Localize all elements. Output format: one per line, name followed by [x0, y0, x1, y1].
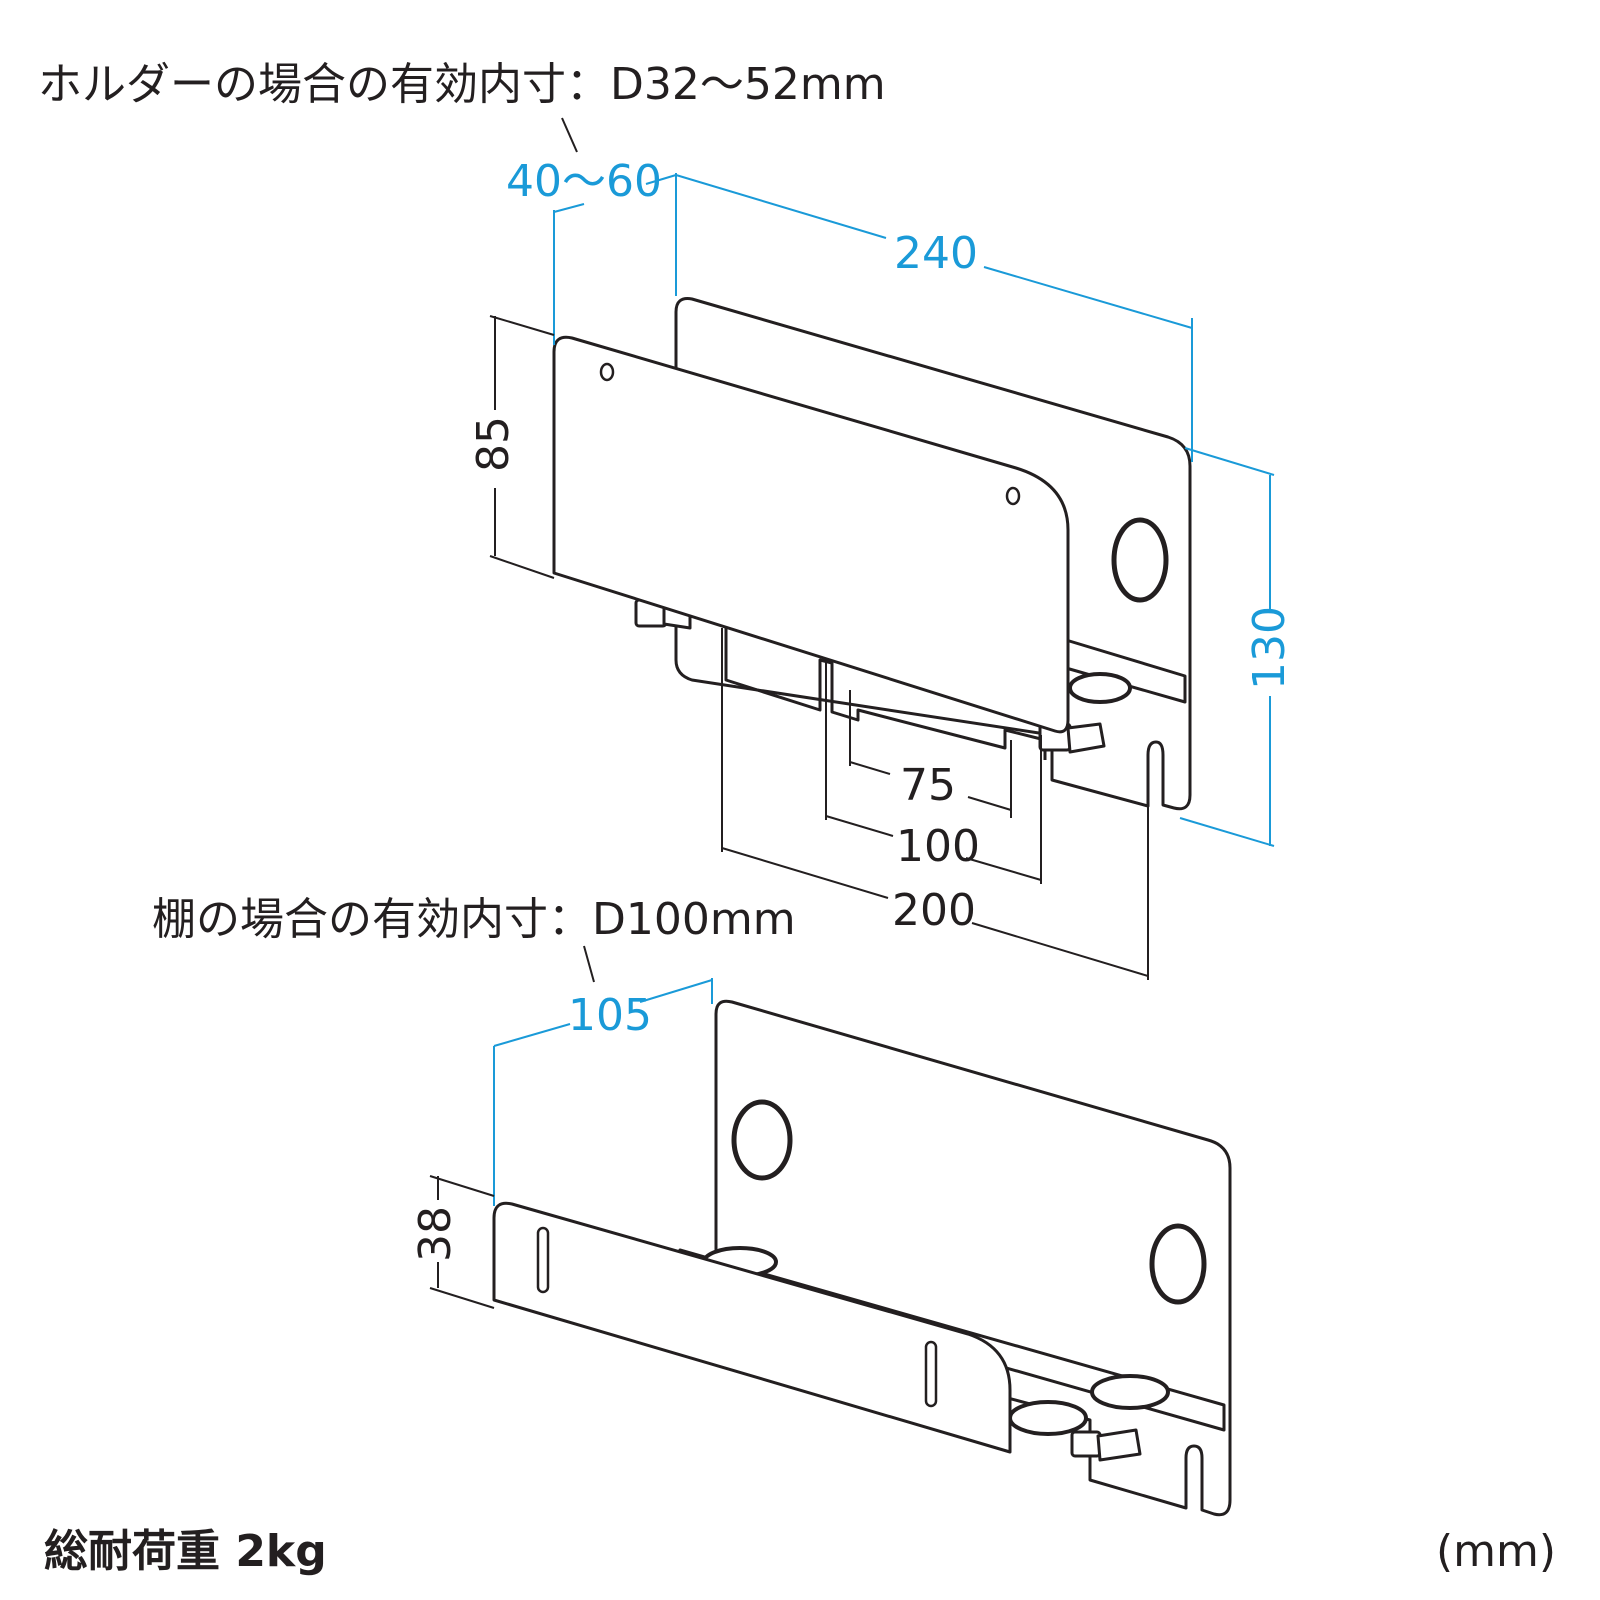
shelf-slot	[536, 1226, 550, 1294]
shelf-magnet	[1149, 1223, 1207, 1305]
shelf-illustration	[492, 999, 1232, 1517]
shelf-note: 棚の場合の有効内寸：D100mm	[152, 894, 796, 945]
holder-bottom-magnet	[1068, 672, 1132, 704]
shelf-magnet	[731, 1099, 793, 1181]
holder-total-height-label: 130	[1244, 606, 1295, 690]
unit-label: (mm)	[1436, 1526, 1556, 1577]
shelf-note-leader	[583, 945, 595, 983]
holder-note-leader	[561, 117, 578, 153]
shelf-front-height-label: 38	[410, 1206, 461, 1262]
shelf-depth-label: 105	[568, 990, 652, 1041]
shelf-dimension-lines	[429, 945, 713, 1309]
holder-dim-100-label: 100	[896, 821, 980, 872]
holder-lower-plate	[724, 618, 1047, 760]
shelf-floor-magnet	[1090, 1374, 1170, 1410]
holder-note: ホルダーの場合の有効内寸：D32〜52mm	[38, 59, 886, 110]
holder-dimension-lines	[489, 117, 1275, 980]
holder-dim-200-label: 200	[892, 885, 976, 936]
shelf-slot	[924, 1340, 938, 1408]
holder-screw-hole	[599, 362, 615, 382]
total-load-label: 総耐荷重 2kg	[44, 1526, 327, 1577]
holder-front-plate	[552, 335, 1070, 734]
holder-illustration	[552, 297, 1192, 811]
shelf-front-lip	[492, 1201, 1012, 1454]
holder-front-height-label: 85	[468, 416, 519, 472]
holder-depth-label: 40〜60	[506, 156, 662, 207]
shelf-knob	[1070, 1428, 1142, 1462]
holder-magnet	[1111, 517, 1169, 603]
holder-width-label: 240	[894, 228, 978, 279]
holder-screw-hole	[1005, 486, 1021, 506]
holder-dim-75-label: 75	[900, 760, 956, 811]
shelf-floor-magnet	[1008, 1400, 1088, 1436]
